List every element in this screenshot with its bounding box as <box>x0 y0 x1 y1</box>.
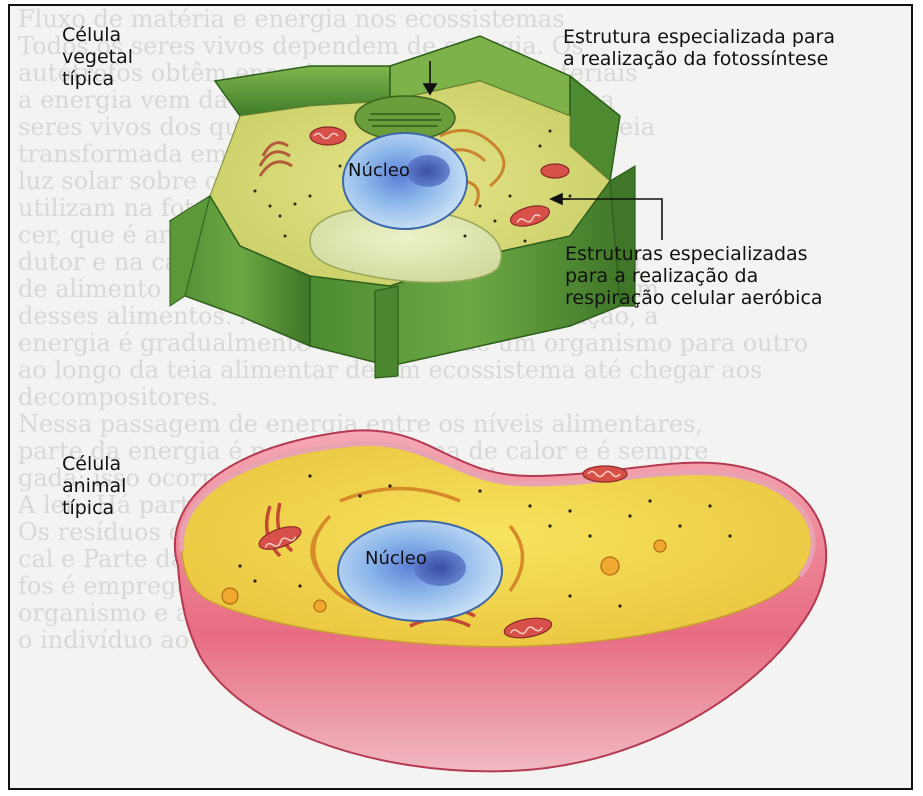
animal-cell-label: Célula animal típica <box>62 453 126 519</box>
plant-cell <box>170 36 635 378</box>
cell-illustration <box>10 6 913 790</box>
nucleus-plant-label: Núcleo <box>348 160 410 182</box>
nucleus-animal-label: Núcleo <box>365 548 427 570</box>
plant-cell-label: Célula vegetal típica <box>62 24 133 90</box>
respiration-label: Estruturas especializadas para a realiza… <box>565 243 823 309</box>
animal-cell <box>175 430 826 771</box>
figure-frame: Fluxo de matéria e energia nos ecossiste… <box>8 4 913 790</box>
photosynthesis-label: Estrutura especializada para a realizaçã… <box>563 26 835 70</box>
